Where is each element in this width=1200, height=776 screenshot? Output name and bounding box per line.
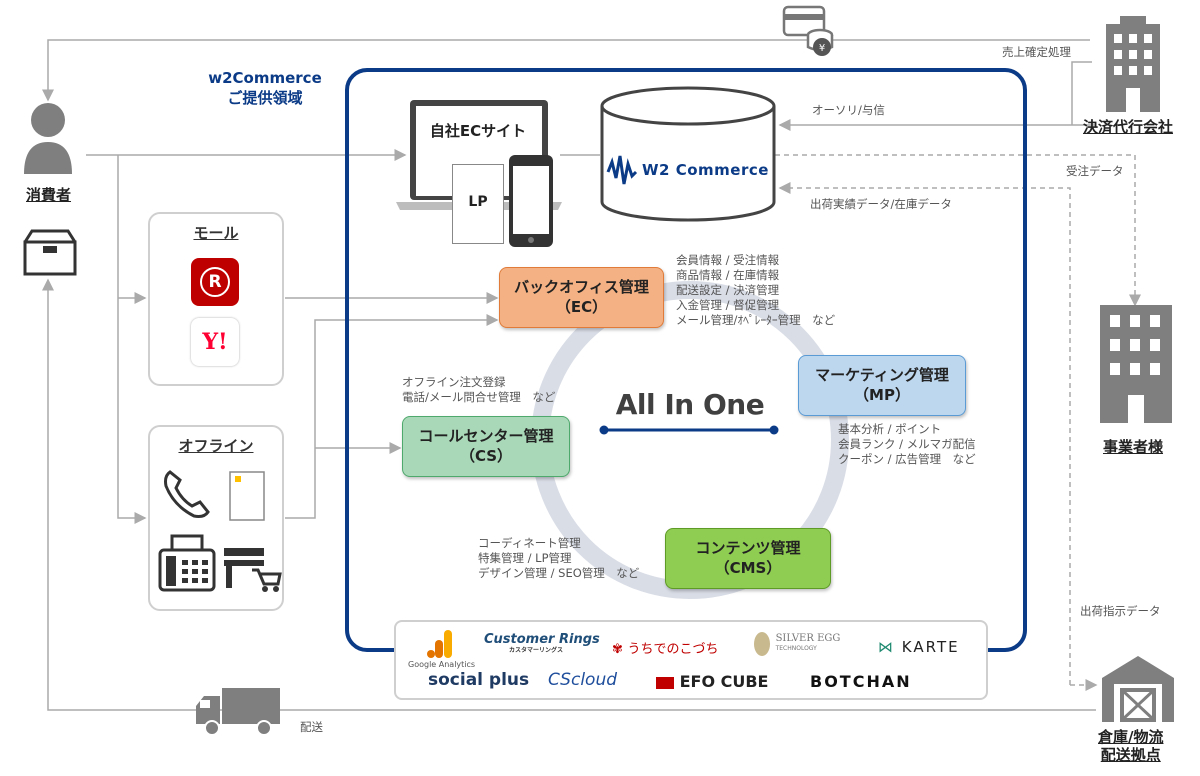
authorization-label: オーソリ/与信 bbox=[812, 103, 885, 117]
mall-title: モール bbox=[193, 224, 239, 242]
module-mp-notes: 基本分析 / ポイント 会員ランク / メルマガ配信 クーポン / 広告管理 な… bbox=[838, 422, 976, 466]
module-mp-title: マーケティング管理 bbox=[815, 366, 949, 384]
module-cs-sub: （CS） bbox=[459, 447, 513, 465]
region-title: w2Commerce ご提供領域 bbox=[208, 69, 322, 107]
shop-cart-icon bbox=[224, 548, 282, 592]
karte-icon: ⋈ bbox=[878, 638, 895, 656]
silver-egg-logo: SILVER EGG TECHNOLOGY bbox=[754, 632, 840, 656]
module-mp[interactable]: マーケティング管理 （MP） bbox=[798, 355, 966, 416]
warehouse-label: 倉庫/物流 配送拠点 bbox=[1098, 728, 1164, 764]
offline-title: オフライン bbox=[178, 437, 254, 455]
document-icon bbox=[229, 471, 265, 521]
uchideno-icon: ✾ bbox=[612, 642, 623, 657]
lp-label: LP bbox=[468, 194, 488, 210]
own-site-label: 自社ECサイト bbox=[429, 122, 527, 140]
module-cms-notes: コーディネート管理 特集管理 / LP管理 デザイン管理 / SEO管理 など bbox=[478, 536, 640, 580]
module-cms-sub: （CMS） bbox=[714, 559, 782, 577]
phone-icon bbox=[164, 470, 210, 518]
truck-icon bbox=[196, 688, 280, 736]
google-analytics-icon bbox=[427, 630, 452, 658]
w2-database-icon bbox=[600, 86, 776, 222]
payment-agency-label: 決済代行会社 bbox=[1083, 118, 1174, 136]
cscloud-logo: CScloud bbox=[548, 670, 618, 690]
silver-egg-icon bbox=[754, 632, 770, 656]
package-icon bbox=[23, 229, 77, 276]
fax-icon bbox=[158, 534, 216, 592]
module-mp-sub: （MP） bbox=[854, 386, 910, 404]
payment-card-icon: ¥ bbox=[782, 5, 834, 56]
module-ec-sub: （EC） bbox=[555, 298, 608, 316]
payment-agency-building-icon bbox=[1106, 16, 1160, 112]
business-label: 事業者様 bbox=[1103, 438, 1164, 456]
botchan-logo: BOTCHAN bbox=[810, 672, 912, 691]
module-ec-title: バックオフィス管理 bbox=[514, 278, 649, 296]
module-cms-title: コンテンツ管理 bbox=[695, 539, 801, 557]
karte-logo: ⋈ KARTE bbox=[878, 638, 960, 656]
warehouse-icon bbox=[1102, 656, 1174, 722]
svg-text:¥: ¥ bbox=[819, 43, 825, 54]
module-cms[interactable]: コンテンツ管理 （CMS） bbox=[665, 528, 831, 589]
business-building-icon bbox=[1100, 305, 1172, 423]
partner-logos-panel bbox=[394, 620, 988, 700]
sales-confirm-label: 売上確定処理 bbox=[1002, 45, 1071, 59]
all-in-one-label: All In One bbox=[615, 388, 765, 421]
uchideno-kozuchi-logo: ✾ うちでのこづち bbox=[612, 642, 719, 657]
consumer-label: 消費者 bbox=[26, 186, 72, 204]
module-cs-title: コールセンター管理 bbox=[418, 427, 554, 445]
delivery-label: 配送 bbox=[300, 720, 323, 734]
social-plus-logo: social plus bbox=[428, 670, 530, 690]
smartphone-icon bbox=[509, 155, 553, 247]
module-ec[interactable]: バックオフィス管理 （EC） bbox=[499, 267, 664, 328]
consumer-icon bbox=[24, 103, 72, 174]
w2-commerce-logo: W2 Commerce bbox=[642, 161, 769, 179]
module-cs[interactable]: コールセンター管理 （CS） bbox=[402, 416, 570, 477]
lp-page-icon bbox=[452, 164, 504, 244]
module-cs-notes: オフライン注文登録 電話/メール問合せ管理 など bbox=[402, 375, 556, 404]
customer-rings-logo: Customer Rings カスタマーリングス bbox=[484, 632, 600, 654]
shipment-data-label: 出荷実績データ/在庫データ bbox=[810, 197, 952, 211]
efo-cube-logo: EFO CUBE bbox=[656, 672, 768, 691]
order-data-label: 受注データ bbox=[1066, 164, 1124, 178]
module-ec-notes: 会員情報 / 受注情報 商品情報 / 在庫情報 配送設定 / 決済管理 入金管理… bbox=[676, 253, 836, 327]
rakuten-icon: R bbox=[191, 258, 239, 306]
google-analytics-logo: Google Analytics bbox=[408, 660, 476, 669]
efo-cube-icon bbox=[656, 676, 674, 689]
shipping-instruction-label: 出荷指示データ bbox=[1080, 604, 1161, 618]
sales-confirm-line bbox=[42, 39, 1090, 102]
yahoo-icon: Y! bbox=[191, 318, 239, 366]
